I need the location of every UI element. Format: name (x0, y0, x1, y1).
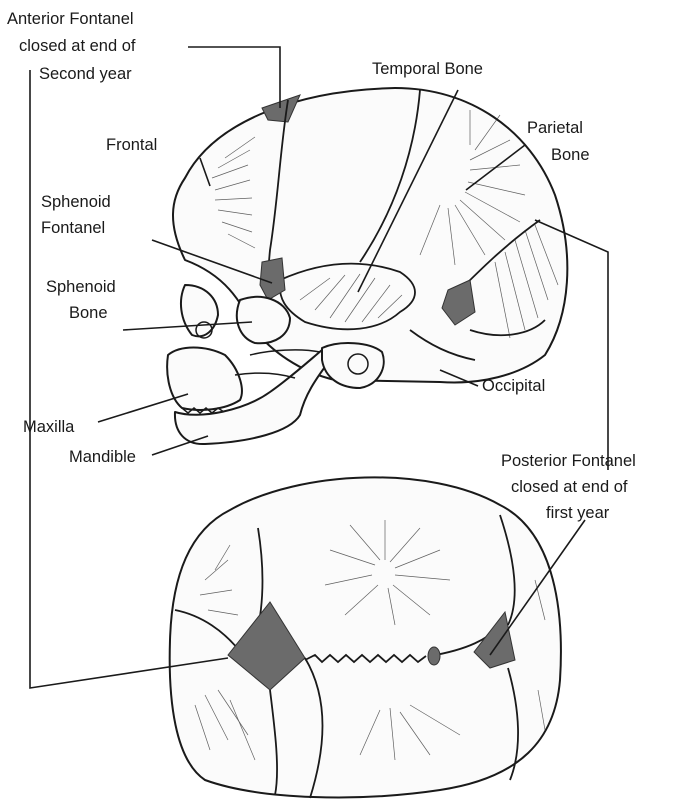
label-sphenoid-bone-line1: Sphenoid (46, 278, 116, 296)
label-anterior-fontanel-line2: closed at end of (19, 37, 136, 55)
label-posterior-fontanel-line3: first year (546, 504, 610, 522)
label-posterior-fontanel-line1: Posterior Fontanel (501, 452, 636, 470)
label-sphenoid-bone-line2: Bone (69, 304, 108, 322)
label-occipital: Occipital (482, 377, 545, 395)
label-posterior-fontanel-line2: closed at end of (511, 478, 628, 496)
label-sphenoid-fontanel-line2: Fontanel (41, 219, 105, 237)
label-sphenoid-fontanel-line1: Sphenoid (41, 193, 111, 211)
label-frontal: Frontal (106, 136, 157, 154)
label-anterior-fontanel-line3: Second year (39, 65, 132, 83)
maxilla-shape (167, 348, 242, 410)
cranial-vault (173, 88, 567, 383)
label-parietal-line2: Bone (551, 146, 590, 164)
label-maxilla: Maxilla (23, 418, 75, 436)
label-mandible: Mandible (69, 448, 136, 466)
label-temporal-bone: Temporal Bone (372, 60, 483, 78)
label-anterior-fontanel-line1: Anterior Fontanel (7, 10, 134, 28)
label-parietal-line1: Parietal (527, 119, 583, 137)
